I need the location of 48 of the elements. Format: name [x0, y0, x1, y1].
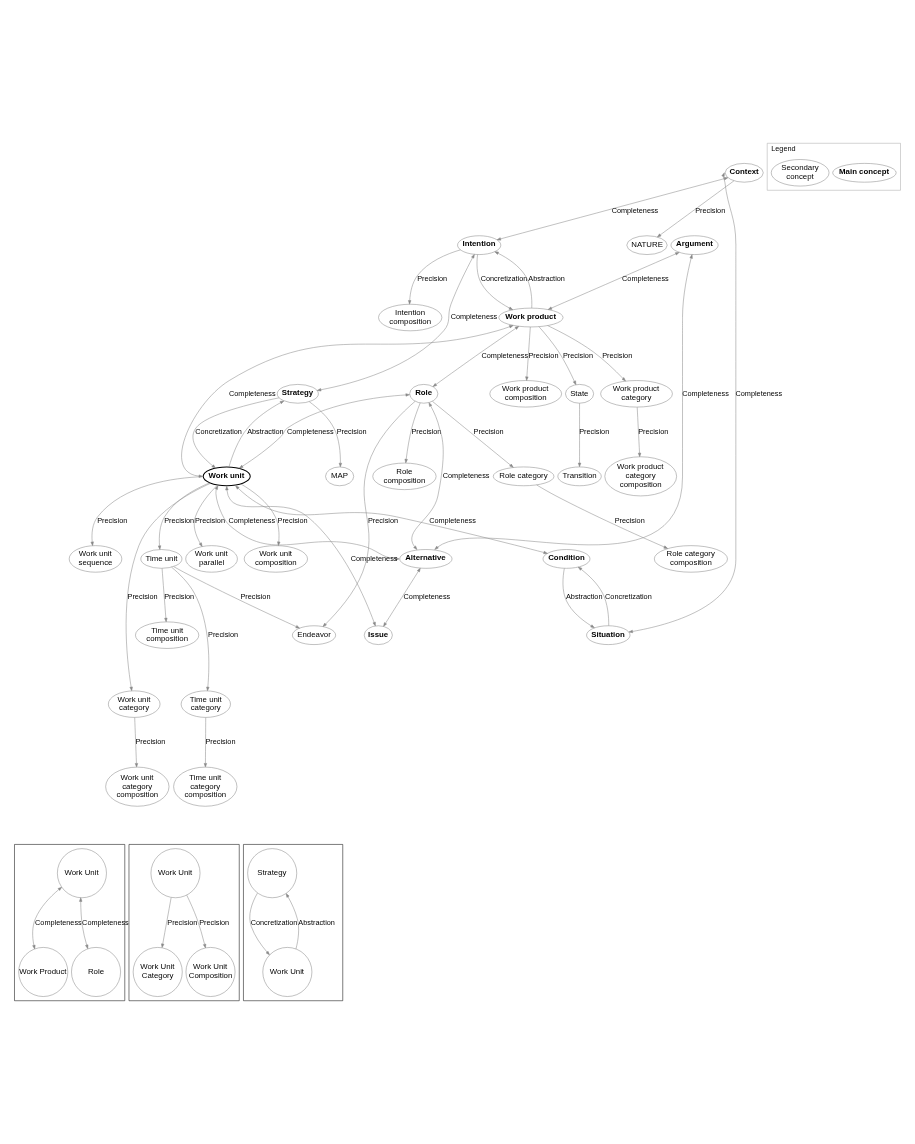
- arrow: [547, 325, 626, 382]
- arrow: [309, 401, 342, 468]
- arrow: [628, 172, 737, 633]
- arrow: [547, 252, 680, 310]
- arrow: [181, 325, 514, 478]
- arrow: [32, 886, 62, 950]
- arrow: [538, 326, 577, 385]
- arrow: [408, 249, 461, 305]
- arrow: [317, 254, 475, 392]
- arrow: [225, 486, 376, 627]
- arrow: [79, 897, 89, 949]
- arrow: [171, 566, 210, 692]
- arrow: [434, 254, 693, 550]
- cluster: [128, 844, 240, 1001]
- arrow: [636, 407, 642, 457]
- arrow: [432, 401, 514, 468]
- arrow: [249, 892, 270, 956]
- arrow: [173, 566, 300, 629]
- arrow: [161, 568, 168, 623]
- arrow: [657, 180, 735, 238]
- arrow: [578, 403, 582, 467]
- arrow: [562, 568, 595, 629]
- arrow: [285, 893, 299, 950]
- arrow: [134, 717, 138, 768]
- arrow: [496, 177, 729, 241]
- arrow: [228, 400, 285, 468]
- arrow: [235, 485, 548, 554]
- arrow: [322, 401, 416, 627]
- cluster: [243, 844, 343, 1001]
- arrow: [158, 482, 210, 550]
- arrow: [161, 897, 172, 948]
- arrow: [536, 484, 668, 549]
- arrow: [203, 717, 207, 768]
- arrow: [432, 326, 520, 387]
- arrow: [125, 483, 211, 691]
- arrow: [240, 483, 281, 546]
- arrow: [186, 894, 207, 949]
- arrow: [476, 254, 514, 310]
- arrow: [192, 397, 280, 469]
- arrow: [404, 402, 421, 464]
- arrow: [239, 393, 410, 469]
- arrow: [578, 566, 609, 626]
- arrow: [383, 567, 421, 627]
- arrow: [525, 326, 531, 381]
- arrow: [494, 251, 533, 309]
- arrow: [193, 484, 218, 547]
- arrow: [90, 476, 204, 546]
- arrow: [411, 402, 444, 550]
